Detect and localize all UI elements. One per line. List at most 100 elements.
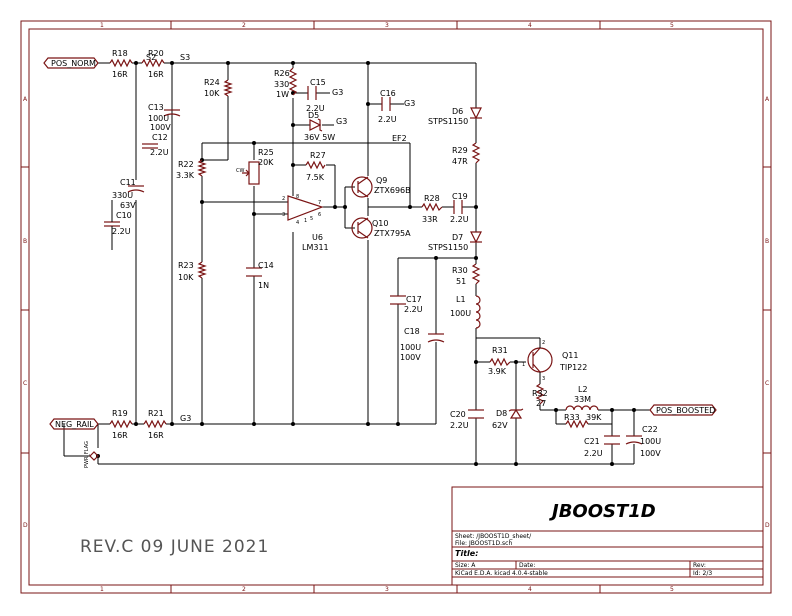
col-tick-4-bottom: 4 <box>528 586 532 593</box>
c10-ref: C10 <box>116 211 132 220</box>
c14-ref: C14 <box>258 261 274 270</box>
net-flag-neg-rail[interactable] <box>49 418 99 430</box>
zener-diode-d8[interactable] <box>509 408 523 419</box>
c17-ref: C17 <box>406 295 422 304</box>
r30-value: 51 <box>456 277 466 286</box>
r31-value: 3.9K <box>488 367 507 376</box>
resistor-r22[interactable] <box>197 159 207 177</box>
net-label-ef2: EF2 <box>392 134 407 143</box>
u6-pin1: 1 <box>304 218 307 224</box>
q9-ref: Q9 <box>376 176 387 185</box>
resistor-r19[interactable] <box>109 419 133 429</box>
resistor-r18[interactable] <box>109 58 133 68</box>
capacitor-c11-plate-b[interactable] <box>127 189 145 193</box>
r26-value: 330 <box>274 80 289 89</box>
inner-frame <box>28 28 764 586</box>
transistor-q10[interactable] <box>351 217 373 239</box>
u6-value: LM311 <box>302 243 329 252</box>
r21-value: 16R <box>148 431 164 440</box>
c12-ref: C12 <box>152 133 168 142</box>
net-flag-pos-boosted[interactable] <box>649 404 717 416</box>
row-tick-b: B <box>23 238 27 245</box>
title-block-date: Date: <box>519 562 535 569</box>
r32-ref: R32 <box>532 389 548 398</box>
c22-ref: C22 <box>642 425 658 434</box>
resistor-r20[interactable] <box>141 58 165 68</box>
comparator-u6[interactable] <box>287 195 324 221</box>
resistor-r28[interactable] <box>421 202 443 212</box>
net-flag-pos-norm[interactable] <box>43 57 99 69</box>
inductor-l1[interactable] <box>475 295 481 329</box>
capacitor-c18-plate-b[interactable] <box>427 339 445 343</box>
junctions <box>96 61 636 466</box>
c16-value: 2.2U <box>378 115 397 124</box>
r28-value: 33R <box>422 215 438 224</box>
pwr-flag-label: PWR_FLAG <box>84 441 90 468</box>
q11-ref: Q11 <box>562 351 578 360</box>
r26-power: 1W <box>276 90 289 99</box>
r23-value: 10K <box>178 273 194 282</box>
r20-ref: R20 <box>148 49 164 58</box>
diode-d7[interactable] <box>470 231 482 244</box>
c13-voltage: 100V <box>150 123 171 132</box>
resistor-r26[interactable] <box>288 67 298 96</box>
u6-pin5: 5 <box>310 216 313 222</box>
resistor-r30[interactable] <box>471 263 481 285</box>
transistor-q11[interactable] <box>527 347 553 373</box>
column-ticks: 1 2 3 4 5 1 2 3 4 5 <box>100 21 674 593</box>
net-label-pos-norm: POS_NORM <box>51 59 96 68</box>
q11-pin3: 3 <box>542 376 545 382</box>
c18-value: 100U <box>400 343 421 352</box>
potentiometer-r25-wiper[interactable] <box>242 169 250 177</box>
r21-ref: R21 <box>148 409 164 418</box>
pwr-flag-symbol[interactable] <box>89 451 99 461</box>
r18-value: 16R <box>112 70 128 79</box>
c11-ref: C11 <box>120 178 136 187</box>
capacitor-c22-plate-b[interactable] <box>625 441 643 445</box>
row-tick-a: A <box>23 96 28 103</box>
c14-value: 1N <box>258 281 269 290</box>
resistor-r29[interactable] <box>471 142 481 164</box>
diode-d6[interactable] <box>470 107 482 120</box>
row-tick-b-right: B <box>765 238 769 245</box>
inductor-l2[interactable] <box>565 405 599 411</box>
col-tick-1-bottom: 1 <box>100 586 104 593</box>
r33-ref: R33 <box>564 413 580 422</box>
q10-value: ZTX795A <box>374 229 411 238</box>
title-block-id: Id: 2/3 <box>693 570 712 577</box>
title-block-rev: Rev: <box>693 562 706 569</box>
u6-pin2: 2 <box>282 196 285 202</box>
c11-value: 330U <box>112 191 133 200</box>
net-label-s3: S3 <box>180 53 190 62</box>
resistor-r33[interactable] <box>565 419 589 429</box>
c21-value: 2.2U <box>584 449 603 458</box>
d5-value: 36V 5W <box>304 133 335 142</box>
c13-ref: C13 <box>148 103 164 112</box>
r24-ref: R24 <box>204 78 220 87</box>
resistor-r24[interactable] <box>223 79 233 97</box>
resistor-r31[interactable] <box>489 357 511 367</box>
resistor-r21[interactable] <box>143 419 167 429</box>
r22-ref: R22 <box>178 160 194 169</box>
q10-ref: Q10 <box>372 219 388 228</box>
resistor-r23[interactable] <box>197 261 207 279</box>
c21-ref: C21 <box>584 437 600 446</box>
title-block-title-label: Title: <box>455 549 478 558</box>
col-tick-2-bottom: 2 <box>242 586 246 593</box>
c20-value: 2.2U <box>450 421 469 430</box>
c22-voltage: 100V <box>640 449 661 458</box>
d5-ref: D5 <box>308 111 319 120</box>
c15-ref: C15 <box>310 78 326 87</box>
col-tick-2: 2 <box>242 22 246 29</box>
r19-value: 16R <box>112 431 128 440</box>
transistor-q9[interactable] <box>351 176 373 198</box>
zener-diode-d5[interactable] <box>309 119 322 131</box>
row-tick-c-right: C <box>765 380 769 387</box>
resistor-r32[interactable] <box>535 383 545 405</box>
capacitor-c13-plate-b[interactable] <box>163 113 181 117</box>
c13-value: 100U <box>148 114 169 123</box>
resistor-r27[interactable] <box>305 160 326 170</box>
r30-ref: R30 <box>452 266 468 275</box>
r22-value: 3.3K <box>176 171 195 180</box>
col-tick-3-bottom: 3 <box>385 586 389 593</box>
